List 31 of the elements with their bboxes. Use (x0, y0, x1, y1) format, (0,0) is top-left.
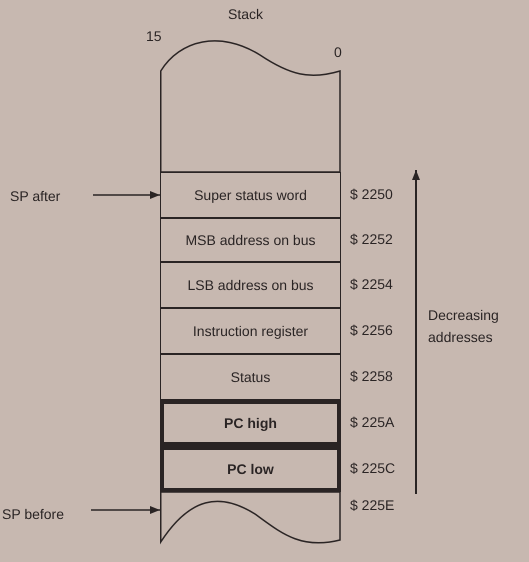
cell-text: Status (230, 369, 270, 385)
address-label: $ 225E (350, 497, 394, 513)
cell-text: MSB address on bus (186, 232, 316, 248)
arrow (91, 506, 160, 514)
stack-cell (160, 218, 341, 262)
stack-bottom-cell (160, 492, 341, 544)
stack-cell (160, 400, 341, 446)
address-label: $ 2254 (350, 276, 393, 292)
cell-text: Instruction register (192, 323, 308, 339)
cell-text: LSB address on bus (187, 277, 314, 293)
address-label: $ 225A (350, 414, 394, 430)
address-label: $ 225C (350, 460, 396, 476)
address-label: $ 2252 (350, 231, 393, 247)
address-label: $ 2250 (350, 186, 393, 202)
cell-text: PC high (224, 415, 277, 431)
cell-text: PC low (227, 461, 274, 477)
stack-cell (160, 354, 341, 400)
address-label: $ 2258 (350, 368, 393, 384)
bit-number: 0 (334, 44, 342, 60)
stack-cell (160, 262, 341, 308)
cell-text: Super status word (194, 187, 307, 203)
direction-note: Decreasing addresses (428, 306, 500, 347)
stack-cell (160, 446, 341, 492)
stack-cell (160, 308, 341, 354)
bit-number: 15 (146, 28, 162, 44)
arrow (93, 191, 160, 199)
pointer-label: SP after (10, 186, 90, 206)
stack-cell (160, 172, 341, 218)
address-label: $ 2256 (350, 322, 393, 338)
stack-title: Stack (228, 6, 264, 22)
pointer-label: SP before (2, 504, 88, 524)
